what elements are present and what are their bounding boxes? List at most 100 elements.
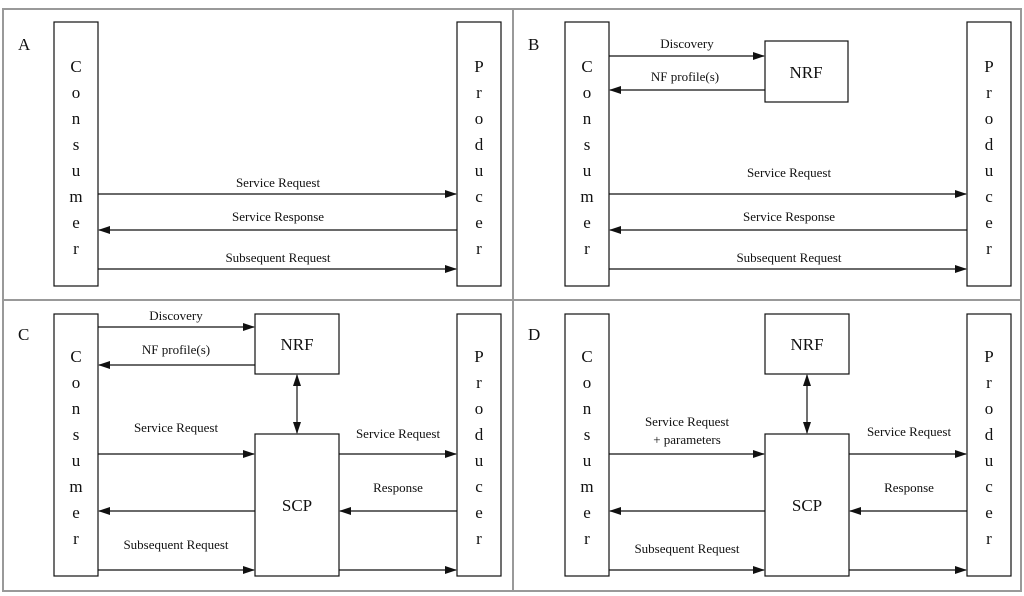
response-label: Response — [373, 480, 423, 495]
service-request-label: Service Request — [747, 165, 832, 180]
vertical-letter: o — [583, 83, 592, 102]
vertical-letter: r — [986, 373, 992, 392]
vertical-letter: C — [581, 347, 592, 366]
vertical-letter: s — [73, 135, 80, 154]
vertical-letter: e — [72, 213, 80, 232]
vertical-letter: u — [475, 161, 484, 180]
vertical-letter: n — [583, 109, 592, 128]
vertical-letter: u — [72, 451, 81, 470]
vertical-letter: e — [475, 213, 483, 232]
vertical-letter: s — [584, 135, 591, 154]
subsequent-request-label: Subsequent Request — [634, 541, 739, 556]
vertical-letter: m — [69, 477, 82, 496]
vertical-letter: r — [476, 83, 482, 102]
vertical-letter: o — [985, 109, 994, 128]
vertical-letter: C — [581, 57, 592, 76]
scp-box — [254, 433, 340, 577]
service-request-right-label: Service Request — [356, 426, 441, 441]
vertical-letter: n — [583, 399, 592, 418]
nf-profiles-label: NF profile(s) — [651, 69, 719, 84]
service-request-left-label-line2: + parameters — [653, 432, 721, 447]
vertical-letter: r — [584, 239, 590, 258]
vertical-letter: P — [474, 347, 483, 366]
vertical-letter: r — [73, 239, 79, 258]
subsequent-request-label: Subsequent Request — [225, 250, 330, 265]
service-request-left-label-line1: Service Request — [645, 414, 730, 429]
panel-d-label: D — [528, 325, 540, 344]
vertical-letter: u — [72, 161, 81, 180]
vertical-letter: s — [584, 425, 591, 444]
vertical-letter: r — [986, 239, 992, 258]
nrf-box — [254, 313, 340, 375]
service-response-label: Service Response — [743, 209, 835, 224]
vertical-letter: o — [475, 109, 484, 128]
vertical-letter: c — [985, 187, 993, 206]
consumer-box — [53, 21, 99, 287]
vertical-letter: e — [583, 213, 591, 232]
vertical-letter: o — [583, 373, 592, 392]
vertical-letter: e — [583, 503, 591, 522]
vertical-letter: m — [580, 187, 593, 206]
vertical-letter: P — [984, 57, 993, 76]
panel-a-label: A — [18, 35, 31, 54]
vertical-letter: u — [475, 451, 484, 470]
vertical-letter: u — [583, 161, 592, 180]
vertical-letter: r — [73, 529, 79, 548]
vertical-letter: u — [985, 161, 994, 180]
vertical-letter: C — [70, 57, 81, 76]
vertical-letter: d — [985, 425, 994, 444]
vertical-letter: o — [475, 399, 484, 418]
vertical-letter: e — [985, 503, 993, 522]
panel-b-label: B — [528, 35, 539, 54]
vertical-letter: C — [70, 347, 81, 366]
vertical-letter: m — [580, 477, 593, 496]
nrf-label: NRF — [280, 335, 313, 354]
vertical-letter: c — [475, 477, 483, 496]
vertical-letter: u — [583, 451, 592, 470]
vertical-letter: n — [72, 109, 81, 128]
vertical-letter: o — [985, 399, 994, 418]
producer-box — [966, 21, 1012, 287]
vertical-letter: o — [72, 83, 81, 102]
service-response-label: Service Response — [232, 209, 324, 224]
nrf-label: NRF — [790, 335, 823, 354]
vertical-letter: n — [72, 399, 81, 418]
consumer-box — [53, 313, 99, 577]
vertical-letter: e — [985, 213, 993, 232]
scp-label: SCP — [792, 496, 822, 515]
vertical-letter: e — [72, 503, 80, 522]
vertical-letter: r — [476, 529, 482, 548]
vertical-letter: c — [985, 477, 993, 496]
service-request-label: Service Request — [236, 175, 321, 190]
consumer-box — [564, 21, 610, 287]
producer-box — [966, 313, 1012, 577]
scp-label: SCP — [282, 496, 312, 515]
vertical-letter: d — [475, 135, 484, 154]
nrf-box — [764, 40, 849, 103]
vertical-letter: P — [984, 347, 993, 366]
vertical-letter: r — [584, 529, 590, 548]
subsequent-request-label: Subsequent Request — [123, 537, 228, 552]
subsequent-request-label: Subsequent Request — [736, 250, 841, 265]
producer-box — [456, 313, 502, 577]
discovery-label: Discovery — [149, 308, 203, 323]
vertical-letter: d — [985, 135, 994, 154]
response-label: Response — [884, 480, 934, 495]
panel-c-label: C — [18, 325, 29, 344]
vertical-letter: e — [475, 503, 483, 522]
nrf-label: NRF — [789, 63, 822, 82]
vertical-letter: r — [476, 373, 482, 392]
service-request-left-label: Service Request — [134, 420, 219, 435]
vertical-letter: s — [73, 425, 80, 444]
nf-profiles-label: NF profile(s) — [142, 342, 210, 357]
